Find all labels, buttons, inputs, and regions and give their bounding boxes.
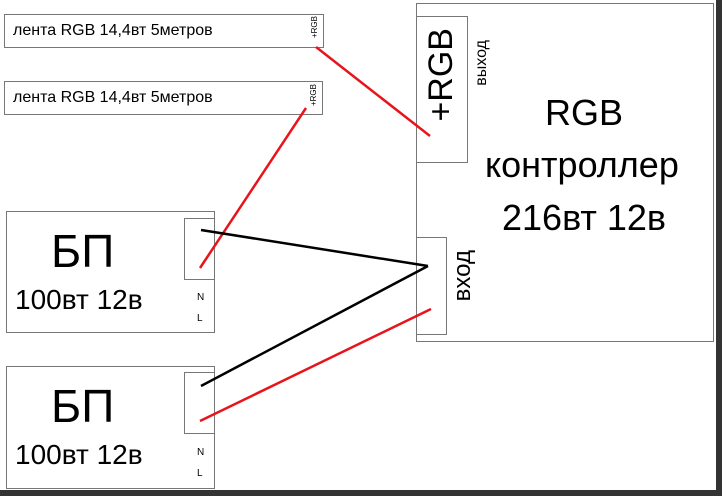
psu-spec: 100вт 12в <box>15 284 143 315</box>
output-terminal <box>416 16 468 163</box>
window-edge-bottom <box>0 490 722 496</box>
led-strip-1: лента RGB 14,4вт 5метров <box>4 14 324 48</box>
red-wire-strip2 <box>198 107 308 269</box>
psu-l-label: L <box>197 468 203 479</box>
red-wire-psu2 <box>199 307 432 423</box>
psu-n-label: N <box>197 447 205 458</box>
power-supply-1: БП 100вт 12в N L <box>6 211 215 333</box>
led-strip-2: лента RGB 14,4вт 5метров <box>4 81 323 115</box>
controller-title: RGB <box>545 92 624 133</box>
black-wire-psu2 <box>200 264 429 388</box>
psu-l-label: L <box>197 313 203 324</box>
controller-spec: 216вт 12в <box>502 197 667 238</box>
red-wire-strip1 <box>315 46 431 137</box>
psu-title: БП <box>51 380 115 432</box>
black-wire-psu1 <box>200 228 429 268</box>
psu-2-terminal <box>184 372 215 434</box>
controller-subtitle: контроллер <box>485 144 679 185</box>
psu-title: БП <box>51 225 115 277</box>
psu-spec: 100вт 12в <box>15 439 143 470</box>
strip-label: лента RGB 14,4вт 5метров <box>13 22 213 39</box>
psu-n-label: N <box>197 292 205 303</box>
psu-1-terminal <box>184 218 215 280</box>
input-terminal <box>416 237 447 335</box>
strip-label: лента RGB 14,4вт 5метров <box>13 89 213 106</box>
window-edge-right <box>716 0 722 496</box>
power-supply-2: БП 100вт 12в N L <box>6 366 215 489</box>
